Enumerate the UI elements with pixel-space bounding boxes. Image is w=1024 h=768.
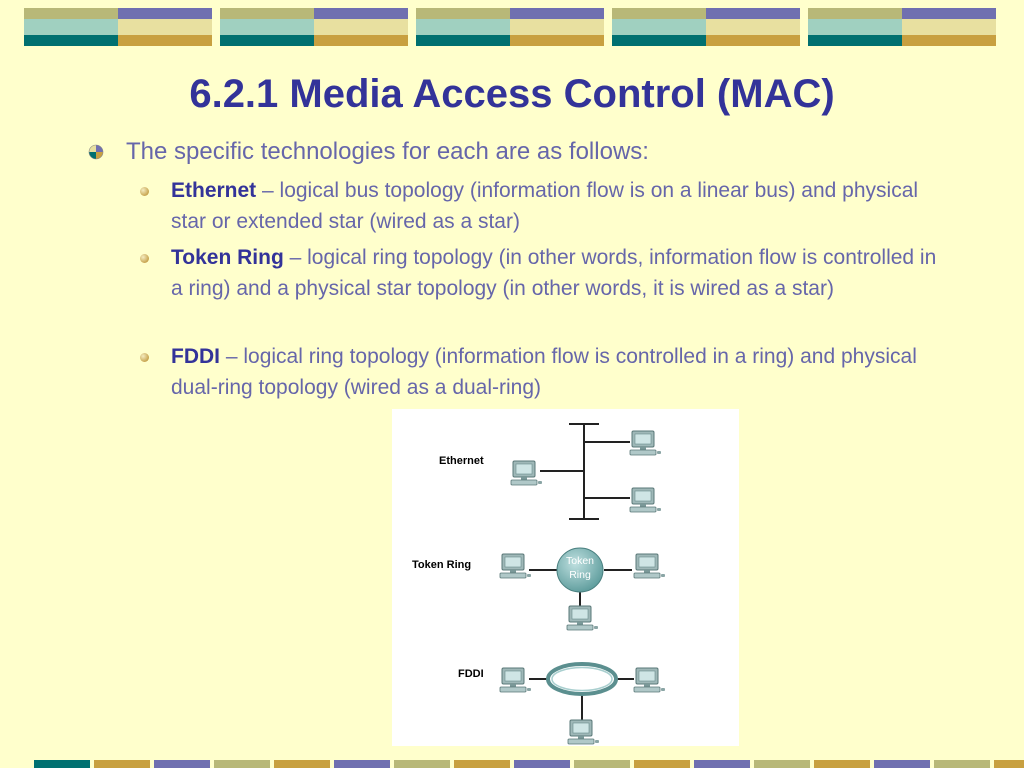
intro-text: The specific technologies for each are a… bbox=[126, 138, 649, 165]
band-segment bbox=[574, 760, 630, 768]
band-segment bbox=[334, 760, 390, 768]
band-segment bbox=[514, 760, 570, 768]
computer-icon bbox=[567, 719, 600, 745]
ethernet-bus bbox=[540, 423, 630, 520]
band-tile bbox=[612, 8, 800, 46]
band-segment bbox=[94, 760, 150, 768]
computer-icon bbox=[510, 460, 543, 486]
fddi-label: FDDI bbox=[458, 668, 484, 680]
bullet-dot-icon bbox=[140, 353, 149, 362]
computer-icon bbox=[633, 667, 666, 693]
token-ring-links bbox=[529, 569, 632, 607]
band-segment bbox=[214, 760, 270, 768]
computer-icon bbox=[633, 553, 666, 579]
fddi-inner-ring bbox=[551, 666, 613, 692]
band-segment bbox=[154, 760, 210, 768]
computer-icon bbox=[499, 553, 532, 579]
desc-ethernet: – logical bus topology (information flow… bbox=[171, 179, 919, 233]
ethernet-label: Ethernet bbox=[439, 455, 484, 467]
band-segment bbox=[814, 760, 870, 768]
band-tile bbox=[808, 8, 996, 46]
token-ring-hub-text-2: Ring bbox=[569, 569, 591, 581]
slide-title: 6.2.1 Media Access Control (MAC) bbox=[189, 72, 835, 116]
computer-icon bbox=[629, 430, 662, 456]
bullet-dot-icon bbox=[140, 254, 149, 263]
term-ethernet: Ethernet bbox=[171, 179, 257, 202]
band-tile bbox=[24, 8, 212, 46]
computer-icon bbox=[499, 667, 532, 693]
topology-diagram-svg: Ethernet Token Ring Token Ring FDDI bbox=[412, 423, 666, 745]
pie-bullet-icon bbox=[88, 144, 104, 160]
band-segment bbox=[454, 760, 510, 768]
computer-icon bbox=[566, 605, 599, 631]
desc-token-ring: – logical ring topology (in other words,… bbox=[171, 246, 937, 300]
band-segment bbox=[634, 760, 690, 768]
term-token-ring: Token Ring bbox=[171, 246, 284, 269]
token-ring-hub-text-1: Token bbox=[566, 555, 594, 567]
top-decorative-band bbox=[24, 8, 1000, 48]
desc-fddi: – logical ring topology (information flo… bbox=[171, 345, 917, 399]
token-ring-hub bbox=[556, 547, 604, 593]
bullet-dot-icon bbox=[140, 187, 149, 196]
topology-diagram: Ethernet Token Ring Token Ring FDDI bbox=[392, 409, 739, 746]
band-segment bbox=[34, 760, 90, 768]
band-segment bbox=[754, 760, 810, 768]
band-tile bbox=[416, 8, 604, 46]
band-tile bbox=[220, 8, 408, 46]
band-segment bbox=[394, 760, 450, 768]
fddi-links bbox=[529, 678, 634, 722]
band-segment bbox=[274, 760, 330, 768]
fddi-outer-ring bbox=[546, 662, 618, 696]
term-fddi: FDDI bbox=[171, 345, 220, 368]
band-segment bbox=[934, 760, 990, 768]
computer-icon bbox=[629, 487, 662, 513]
bottom-decorative-band bbox=[34, 760, 1024, 768]
token-ring-label: Token Ring bbox=[412, 559, 471, 571]
band-segment bbox=[994, 760, 1024, 768]
band-segment bbox=[694, 760, 750, 768]
band-segment bbox=[874, 760, 930, 768]
